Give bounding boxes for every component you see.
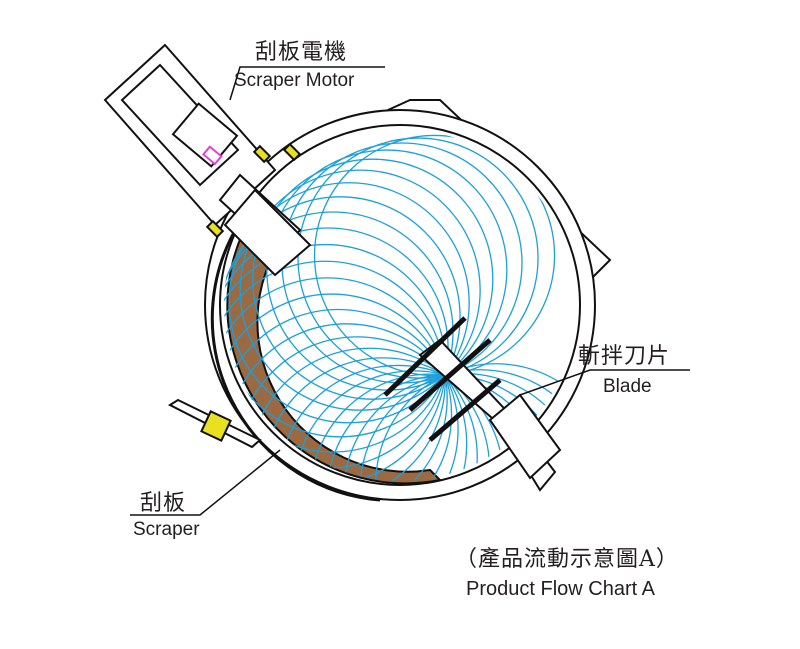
- flow-loop: [228, 182, 470, 424]
- flow-loop: [224, 277, 448, 481]
- leader-lines: [130, 66, 690, 516]
- flow-loop: [224, 196, 461, 438]
- scraper-label-zh: 刮板: [140, 491, 187, 516]
- blade-label-zh: 斬拌刀片: [578, 344, 671, 369]
- flow-loop: [224, 308, 459, 481]
- blade-label-en: Blade: [603, 376, 652, 397]
- flow-loop: [239, 169, 481, 411]
- scraper-label-en: Scraper: [133, 519, 200, 540]
- scraper-arm: [167, 398, 262, 449]
- scraper-motor: [103, 43, 312, 277]
- flow-loop: [375, 363, 576, 481]
- chart-title-en: Product Flow Chart A: [466, 578, 655, 600]
- scraper-blade-edge: [210, 221, 381, 502]
- chart-title-zh: （產品流動示意圖A）: [455, 547, 679, 572]
- flow-loop: [309, 373, 552, 481]
- scraper-motor-label-en: Scraper Motor: [234, 70, 355, 91]
- flow-loop: [224, 293, 453, 481]
- flow-loop: [277, 364, 519, 481]
- blade-shaft: [383, 316, 562, 492]
- scraper-motor-label-zh: 刮板電機: [255, 40, 348, 65]
- flow-loop: [293, 370, 535, 481]
- flow-loop: [252, 158, 494, 400]
- flow-loop: [359, 369, 576, 481]
